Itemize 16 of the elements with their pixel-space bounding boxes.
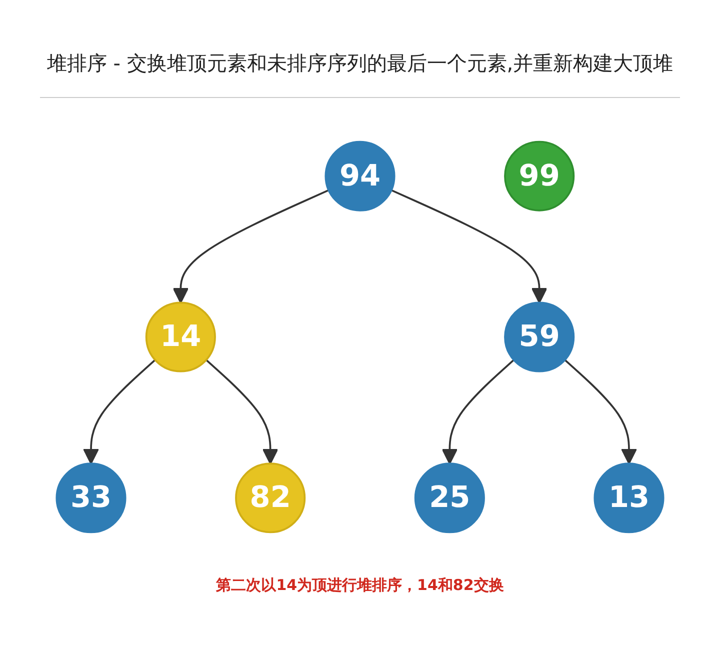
arrow	[442, 359, 514, 464]
node-circle: 59	[504, 302, 575, 372]
arrow	[82, 359, 156, 464]
arrow	[172, 189, 330, 304]
arrow	[206, 359, 278, 464]
caption: 第二次以14为顶进行堆排序，14和82交换	[216, 576, 504, 595]
node-circle: 94	[324, 140, 396, 212]
node-circle: 99	[504, 140, 575, 212]
node-circle: 13	[594, 462, 664, 534]
title: 堆排序 - 交换堆顶元素和未排序序列的最后一个元素,并重新构建大顶堆	[46, 50, 674, 77]
arrow	[390, 189, 548, 304]
node-circle: 14	[145, 302, 216, 372]
node-circle: 82	[235, 462, 306, 534]
node-circle: 25	[414, 462, 485, 534]
arrow	[564, 359, 638, 464]
node-circle: 33	[56, 462, 126, 534]
